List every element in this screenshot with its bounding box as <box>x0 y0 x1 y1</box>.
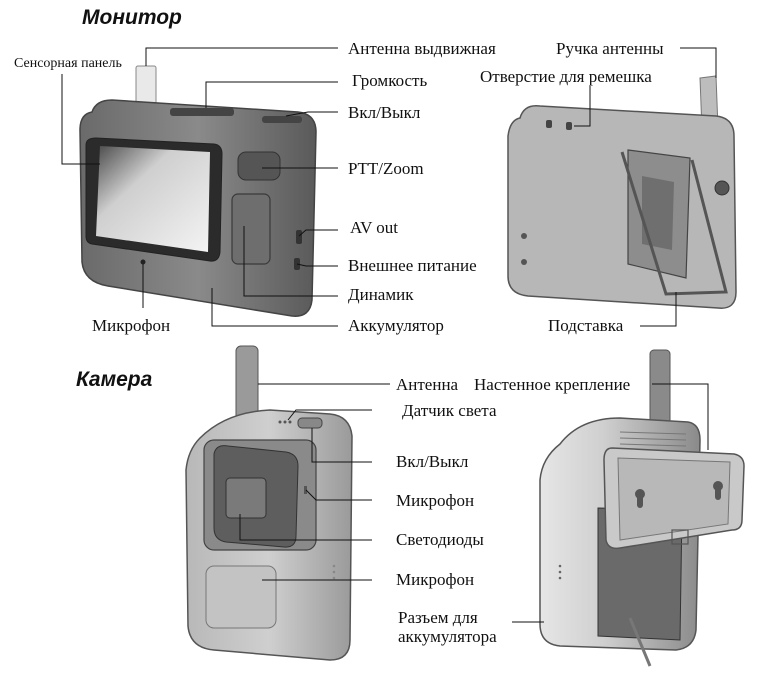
monitor-volume-rocker <box>170 108 234 116</box>
label-camera-mic-top: Микрофон <box>396 491 475 510</box>
monitor-heading: Монитор <box>82 6 182 29</box>
monitor-mic-hole <box>140 259 146 265</box>
light-sensor <box>278 420 292 424</box>
monitor-screen <box>96 146 210 252</box>
label-speaker: Динамик <box>348 285 414 304</box>
label-battery-connector-1: Разъем для <box>398 608 478 627</box>
camera-back <box>539 349 745 667</box>
label-strap-hole: Отверстие для ремешка <box>480 67 652 86</box>
monitor-ptt-button <box>237 151 281 181</box>
label-antenna-ext: Антенна выдвижная <box>348 39 496 58</box>
camera-front <box>185 345 353 661</box>
camera-heading: Камера <box>76 368 153 391</box>
strap-hole <box>546 120 552 128</box>
antenna-knob <box>714 180 730 196</box>
label-camera-power: Вкл/Выкл <box>396 452 469 471</box>
camera-lower-panel <box>205 565 277 629</box>
monitor-back <box>507 75 737 309</box>
label-camera-antenna: Антенна <box>396 375 459 394</box>
camera-lens <box>225 477 267 519</box>
label-volume: Громкость <box>352 71 428 90</box>
label-microphone: Микрофон <box>92 316 171 335</box>
callout-lines <box>61 47 717 623</box>
label-light-sensor: Датчик света <box>402 401 497 420</box>
label-av-out: AV out <box>350 218 399 237</box>
camera-back-antenna <box>649 349 671 425</box>
label-touch-panel: Сенсорная панель <box>14 56 122 71</box>
camera-power-button <box>297 417 323 429</box>
label-power: Вкл/Выкл <box>348 103 421 122</box>
label-battery-connector-2: аккумулятора <box>398 627 497 646</box>
vent-grille <box>619 431 687 447</box>
monitor-front <box>79 65 317 317</box>
label-wall-mount: Настенное крепление <box>474 375 631 394</box>
keyhole-slots <box>635 481 723 508</box>
label-stand: Подставка <box>548 316 624 335</box>
wall-mount-inner <box>617 457 731 541</box>
stand-wire <box>620 151 728 296</box>
camera-side-dots <box>332 564 336 580</box>
monitor-speaker <box>231 193 271 265</box>
label-camera-mic-bottom: Микрофон <box>396 570 475 589</box>
label-leds: Светодиоды <box>396 530 484 549</box>
label-antenna-handle: Ручка антенны <box>556 39 664 58</box>
label-battery: Аккумулятор <box>348 316 444 335</box>
screw <box>521 233 527 239</box>
monitor-back-body <box>507 105 737 309</box>
strap-hole <box>566 122 572 130</box>
label-ptt-zoom: PTT/Zoom <box>348 159 424 178</box>
camera-mic-hole <box>304 486 307 494</box>
stand-recess <box>642 176 674 250</box>
label-ext-power: Внешнее питание <box>348 256 477 275</box>
battery-cable <box>628 617 652 667</box>
screw <box>521 259 527 265</box>
camera-back-dots <box>558 564 562 580</box>
monitor-av-port <box>296 230 302 244</box>
monitor-power-button <box>262 116 302 123</box>
mount-clip <box>671 529 689 545</box>
